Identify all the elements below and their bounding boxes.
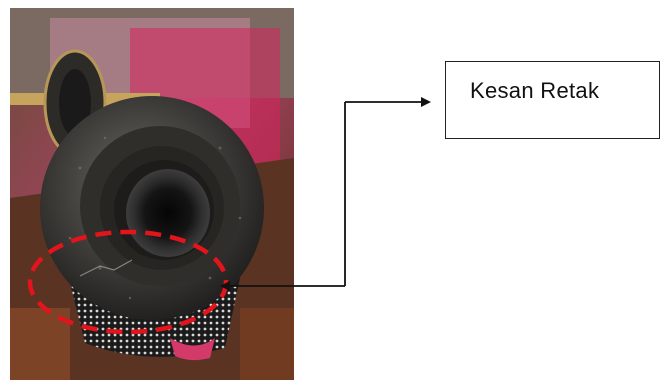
specimen-photo: [10, 8, 294, 380]
annotation-label-box: Kesan Retak: [445, 61, 660, 139]
annotation-label: Kesan Retak: [470, 78, 600, 103]
